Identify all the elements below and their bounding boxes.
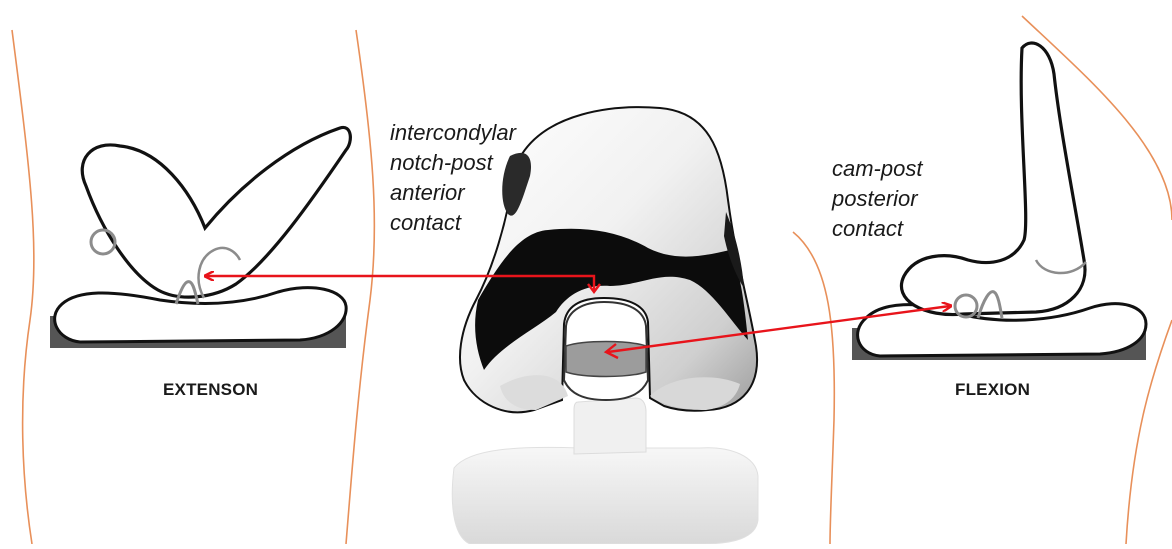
flexion-caption: FLEXION [955, 380, 1030, 400]
extension-leg-outline-right [346, 30, 374, 544]
cam-post-note-line-1: cam-post [832, 154, 922, 184]
notch-post-note-line-1: intercondylar [390, 118, 516, 148]
extension-caption: EXTENSON [163, 380, 258, 400]
extension-leg-outline-left [12, 30, 34, 544]
extension-drawing [50, 127, 350, 348]
cam-post-note-line-3: contact [832, 214, 922, 244]
notch-post-note: intercondylar notch-post anterior contac… [390, 118, 516, 238]
extension-femoral-component [82, 127, 350, 297]
tibial-post-poly [574, 398, 646, 454]
tibial-insert-poly [452, 447, 758, 544]
notch-post-note-line-4: contact [390, 208, 516, 238]
flexion-calf-outline [793, 232, 834, 544]
notch-cam-bar [566, 342, 646, 377]
notch-post-note-line-2: notch-post [390, 148, 516, 178]
cam-post-note: cam-post posterior contact [832, 154, 922, 244]
cam-post-note-line-2: posterior [832, 184, 922, 214]
notch-post-note-line-3: anterior [390, 178, 516, 208]
